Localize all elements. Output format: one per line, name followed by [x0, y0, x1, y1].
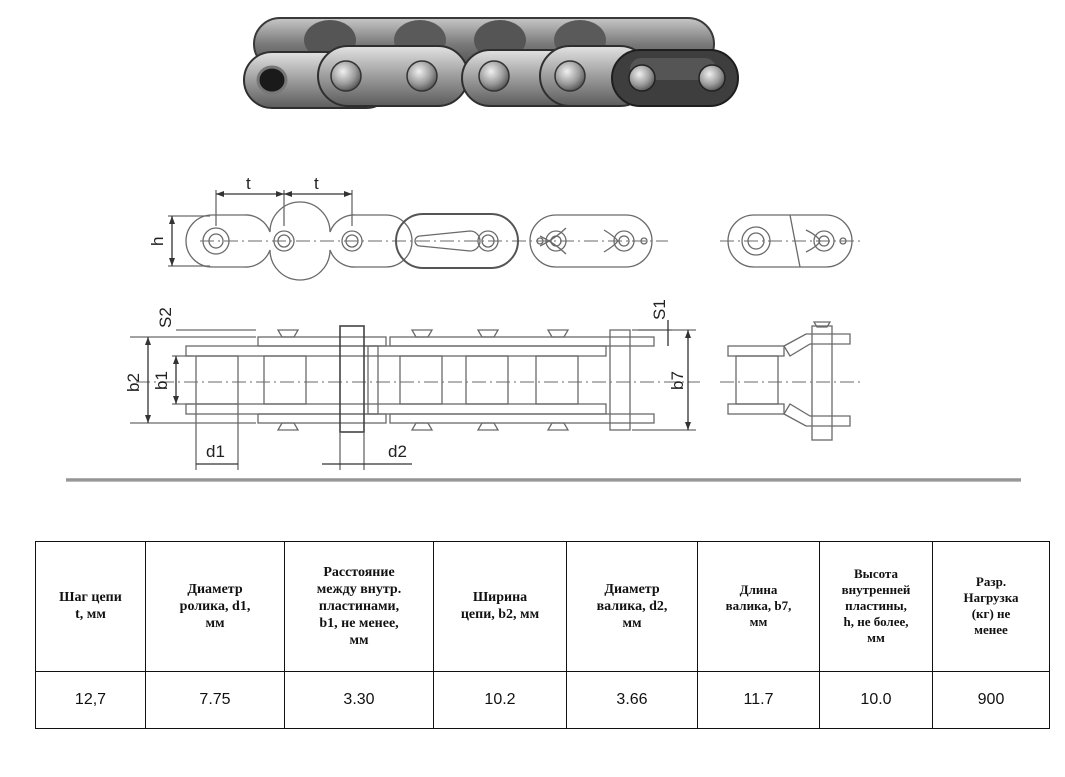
dim-label-b1: b1 — [152, 371, 171, 390]
dim-label-b2: b2 — [124, 373, 143, 392]
dim-label-d2: d2 — [388, 442, 407, 461]
dim-label-t-1: t — [246, 174, 251, 193]
value-roller-diameter: 7.75 — [145, 670, 285, 730]
dim-label-s2: S2 — [156, 307, 175, 328]
value-plate-height: 10.0 — [819, 670, 933, 730]
dim-label-h: h — [148, 237, 167, 246]
dim-label-s1: S1 — [650, 299, 669, 320]
chain-photo — [243, 17, 739, 109]
separator-line — [66, 478, 1021, 482]
chain-technical-drawing: t t h S2 S1 b2 b1 b7 d1 d2 — [124, 174, 860, 470]
table-row: 12,7 7.75 3.30 10.2 3.66 11.7 10.0 900 — [35, 670, 1050, 730]
dim-label-b7: b7 — [668, 371, 687, 390]
value-breaking-load: 900 — [932, 670, 1050, 730]
dim-label-t-2: t — [314, 174, 319, 193]
value-inner-width: 3.30 — [284, 670, 434, 730]
value-pitch: 12,7 — [35, 670, 146, 730]
value-chain-width: 10.2 — [433, 670, 567, 730]
value-pin-diameter: 3.66 — [566, 670, 698, 730]
value-pin-length: 11.7 — [697, 670, 820, 730]
dim-label-d1: d1 — [206, 442, 225, 461]
